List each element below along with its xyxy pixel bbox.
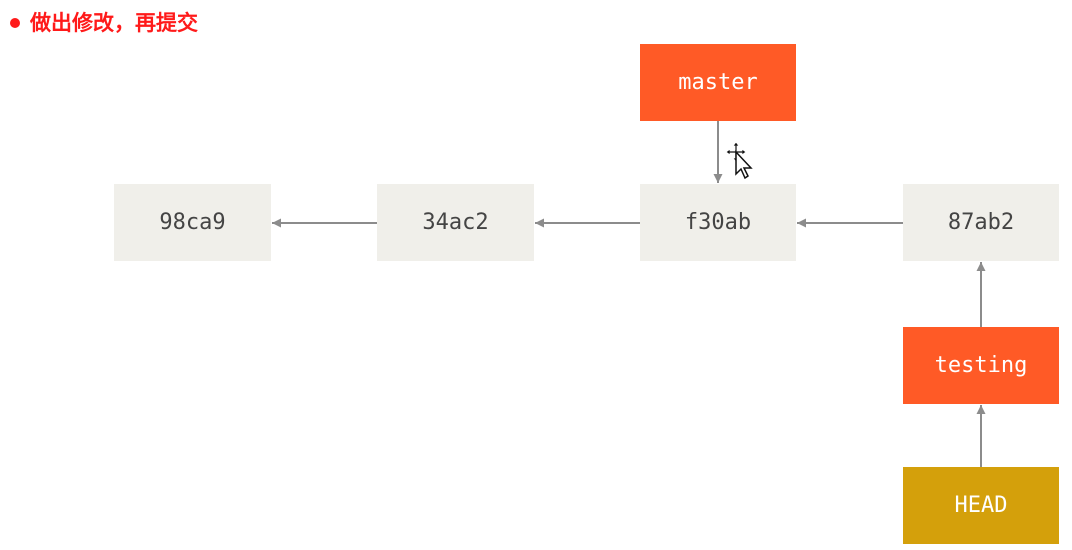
bullet-item: 做出修改，再提交 xyxy=(10,9,198,37)
commit-id: 87ab2 xyxy=(947,210,1015,235)
branch-master: master xyxy=(640,44,796,121)
move-cursor-icon xyxy=(725,141,753,180)
commit-id: 98ca9 xyxy=(159,210,226,235)
commit-node: f30ab xyxy=(640,184,796,261)
head-label: HEAD xyxy=(954,493,1008,518)
bullet-text: 做出修改，再提交 xyxy=(30,11,198,35)
commit-id: f30ab xyxy=(684,210,752,235)
commit-id: 34ac2 xyxy=(422,210,489,235)
commit-node: 87ab2 xyxy=(903,184,1059,261)
branch-testing: testing xyxy=(903,327,1059,404)
commit-node: 98ca9 xyxy=(114,184,271,261)
bullet-dot-icon xyxy=(10,18,20,28)
branch-label: testing xyxy=(934,353,1028,378)
head-pointer: HEAD xyxy=(903,467,1059,544)
commit-node: 34ac2 xyxy=(377,184,534,261)
branch-label: master xyxy=(678,70,758,95)
